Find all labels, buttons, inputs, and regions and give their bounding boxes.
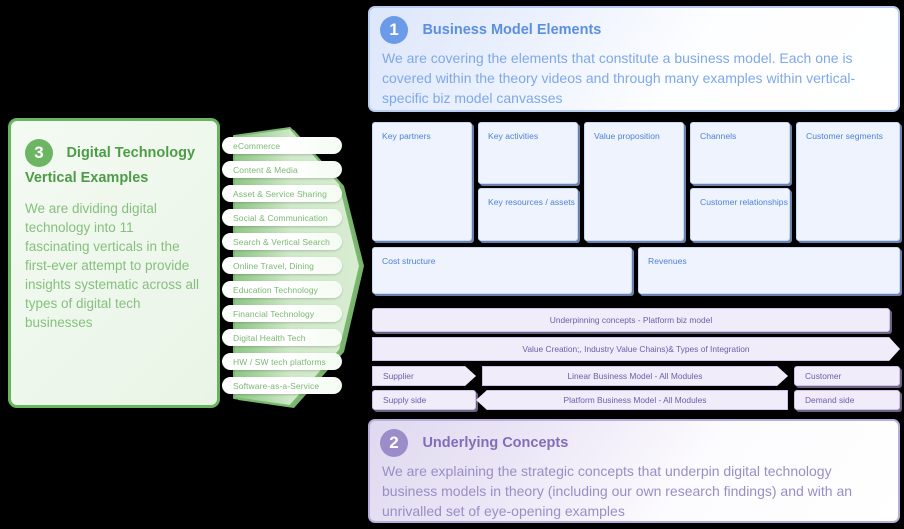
card-2-header: 2 Underlying Concepts [370, 421, 898, 457]
list-item-label: Digital Health Tech [233, 332, 306, 343]
list-item[interactable]: Online Travel, Dining [222, 257, 342, 274]
vertical-examples-body: We are dividing digital technology into … [25, 201, 200, 330]
list-item[interactable]: Social & Communication [222, 209, 342, 226]
vertical-examples-header: 3 Digital Technology Vertical Examples [25, 139, 201, 189]
card-1-body: We are covering the elements that consti… [382, 50, 856, 106]
list-item[interactable]: Search & Vertical Search [222, 233, 342, 250]
section-number-badge-3: 3 [25, 139, 53, 167]
band-supplier[interactable]: Supplier [372, 366, 476, 386]
list-item[interactable]: HW / SW tech platforms [222, 353, 342, 370]
vertical-list: eCommerce Content & Media Asset & Servic… [222, 137, 342, 401]
band-platform-business-model[interactable]: Platform Business Model - All Modules [563, 395, 707, 405]
card-1-header: 1 Business Model Elements [370, 8, 898, 44]
vertical-examples-title: Digital Technology Vertical Examples [25, 145, 196, 186]
list-item-label: HW / SW tech platforms [233, 356, 326, 367]
canvas-cell-customer-relationships[interactable]: Customer relationships [690, 188, 790, 241]
list-item[interactable]: Asset & Service Sharing [222, 185, 342, 202]
canvas-cell-channels[interactable]: Channels [690, 122, 790, 184]
list-item-label: Education Technology [233, 284, 319, 295]
list-item-label: Asset & Service Sharing [233, 188, 327, 199]
band-demand-side[interactable]: Demand side [794, 390, 900, 410]
list-item[interactable]: Content & Media [222, 161, 342, 178]
list-item-label: Content & Media [233, 164, 298, 175]
canvas-cell-key-activities[interactable]: Key activities [478, 122, 578, 184]
card-2-body: We are explaining the strategic concepts… [382, 463, 853, 519]
list-item-label: Search & Vertical Search [233, 236, 330, 247]
list-item[interactable]: Software-as-a-Service [222, 377, 342, 394]
section-number-badge-2: 2 [380, 429, 408, 457]
canvas-cell-cost-structure[interactable]: Cost structure [372, 247, 632, 294]
band-linear-business-model[interactable]: Linear Business Model - All Modules [482, 366, 788, 386]
band-platform-chevron [476, 390, 788, 410]
canvas-cell-customer-segments[interactable]: Customer segments [796, 122, 900, 241]
card-2-title: Underlying Concepts [422, 435, 569, 451]
list-item-label: Software-as-a-Service [233, 380, 320, 391]
canvas-cell-value-proposition[interactable]: Value proposition [584, 122, 684, 241]
section-number-badge-1: 1 [380, 16, 408, 44]
canvas-cell-key-resources[interactable]: Key resources / assets [478, 188, 578, 241]
list-item[interactable]: Financial Technology [222, 305, 342, 322]
canvas-cell-revenues[interactable]: Revenues [638, 247, 900, 294]
vertical-examples-panel: 3 Digital Technology Vertical Examples W… [8, 118, 220, 408]
underlying-concepts-band: Underpinning concepts - Platform biz mod… [372, 308, 900, 410]
canvas-cell-key-partners[interactable]: Key partners [372, 122, 472, 241]
band-customer[interactable]: Customer [794, 366, 900, 386]
band-supply-side[interactable]: Supply side [372, 390, 476, 410]
business-model-elements-card: 1 Business Model Elements We are coverin… [368, 6, 900, 112]
list-item-label: Online Travel, Dining [233, 260, 314, 271]
list-item[interactable]: Digital Health Tech [222, 329, 342, 346]
card-1-title: Business Model Elements [422, 22, 602, 38]
list-item[interactable]: eCommerce [222, 137, 342, 154]
list-item-label: Financial Technology [233, 308, 315, 319]
list-item[interactable]: Education Technology [222, 281, 342, 298]
band-underpinning-concepts[interactable]: Underpinning concepts - Platform biz mod… [372, 308, 890, 332]
underlying-concepts-card: 2 Underlying Concepts We are explaining … [368, 419, 900, 523]
list-item-label: Social & Communication [233, 212, 328, 223]
business-model-canvas: Key partners Key activities Key resource… [372, 122, 900, 296]
band-value-creation[interactable]: Value Creation;, Industry Value Chains)&… [372, 337, 900, 361]
list-item-label: eCommerce [233, 140, 281, 151]
